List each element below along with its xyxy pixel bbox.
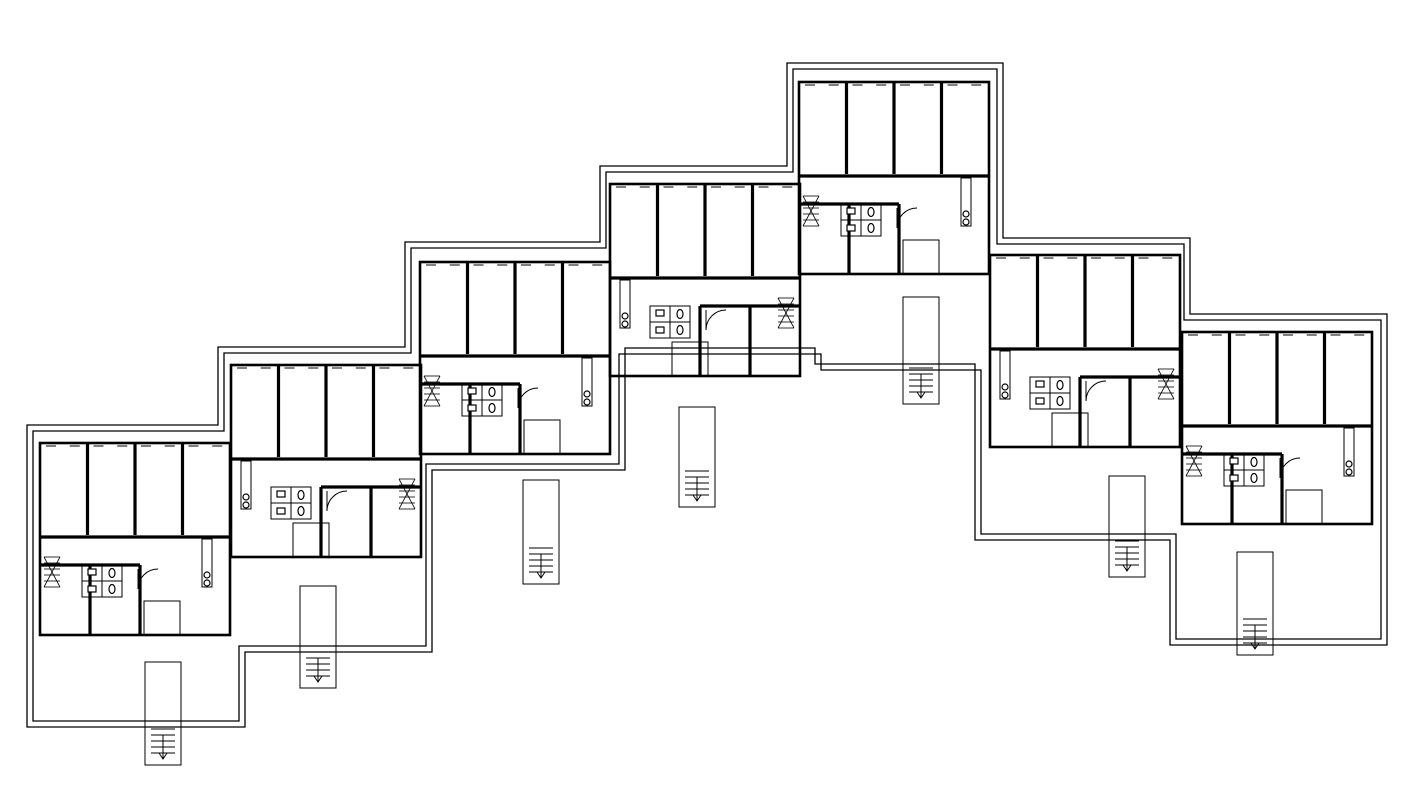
entrance-stair: [1236, 551, 1274, 656]
entrance-stair: [902, 296, 940, 405]
stair-hatch: [423, 375, 441, 407]
entrance-hall: [1051, 412, 1089, 448]
entrance-stair: [299, 585, 337, 689]
stair-hatch: [1157, 368, 1175, 400]
unit-3: [418, 260, 612, 585]
hob-icon: [203, 579, 211, 587]
unit-4: [608, 182, 802, 508]
stair-hatch: [777, 297, 795, 329]
toilet-icon: [297, 489, 305, 501]
washbasin-icon: [1229, 457, 1239, 465]
washbasin-icon: [1035, 397, 1045, 405]
entrance-hall: [1285, 489, 1323, 525]
entrance-stair: [1108, 475, 1146, 578]
kitchen-counter: [240, 460, 252, 510]
stair-hatch: [43, 556, 61, 588]
entrance-stair: [522, 479, 560, 585]
toilet-icon: [1250, 472, 1258, 484]
stair-hatch: [398, 478, 416, 510]
unit-2: [229, 363, 423, 689]
toilet-icon: [108, 567, 116, 579]
door-swing-icon: [1085, 380, 1107, 402]
entrance-hall: [902, 239, 940, 275]
entrance-hall: [671, 341, 709, 377]
kitchen-counter: [201, 538, 213, 588]
door-swing-icon: [326, 490, 348, 512]
entrance-stair: [678, 406, 716, 508]
hob-icon: [1001, 383, 1009, 391]
hob-icon: [583, 398, 591, 406]
unit-6: [988, 253, 1182, 578]
hob-icon: [1345, 460, 1353, 468]
toilet-icon: [676, 308, 684, 320]
toilet-icon: [867, 206, 875, 218]
hob-icon: [621, 320, 629, 328]
hob-icon: [962, 210, 970, 218]
kitchen-counter: [619, 279, 631, 329]
entrance-stair: [144, 661, 182, 766]
washbasin-icon: [846, 224, 856, 232]
unit-1: [38, 441, 232, 766]
stair-hatch: [802, 195, 820, 227]
toilet-icon: [488, 402, 496, 414]
toilet-icon: [1250, 456, 1258, 468]
washbasin-icon: [467, 387, 477, 395]
dwelling-units: [38, 80, 1374, 766]
entrance-hall: [143, 600, 181, 636]
hob-icon: [583, 390, 591, 398]
hob-icon: [621, 312, 629, 320]
entrance-hall: [523, 419, 561, 455]
washbasin-icon: [846, 207, 856, 215]
toilet-icon: [1056, 395, 1064, 407]
washbasin-icon: [87, 585, 97, 593]
washbasin-icon: [276, 507, 286, 515]
washbasin-icon: [655, 309, 665, 317]
kitchen-counter: [960, 177, 972, 227]
hob-icon: [962, 218, 970, 226]
washbasin-icon: [276, 490, 286, 498]
stair-hatch: [1185, 445, 1203, 477]
toilet-icon: [867, 222, 875, 234]
hob-icon: [242, 493, 250, 501]
unit-5: [797, 80, 991, 405]
toilet-icon: [297, 505, 305, 517]
toilet-icon: [676, 324, 684, 336]
door-swing-icon: [705, 309, 727, 331]
washbasin-icon: [1229, 474, 1239, 482]
kitchen-counter: [581, 357, 593, 407]
hob-icon: [1001, 391, 1009, 399]
washbasin-icon: [655, 326, 665, 334]
hob-icon: [242, 501, 250, 509]
kitchen-counter: [1343, 427, 1355, 477]
unit-7: [1180, 330, 1374, 656]
washbasin-icon: [1035, 380, 1045, 388]
washbasin-icon: [467, 404, 477, 412]
toilet-icon: [108, 583, 116, 595]
hob-icon: [203, 571, 211, 579]
building-outline: [26, 62, 1388, 728]
kitchen-counter: [999, 350, 1011, 400]
toilet-icon: [488, 386, 496, 398]
washbasin-icon: [87, 568, 97, 576]
toilet-icon: [1056, 379, 1064, 391]
hob-icon: [1345, 468, 1353, 476]
entrance-hall: [292, 522, 330, 558]
